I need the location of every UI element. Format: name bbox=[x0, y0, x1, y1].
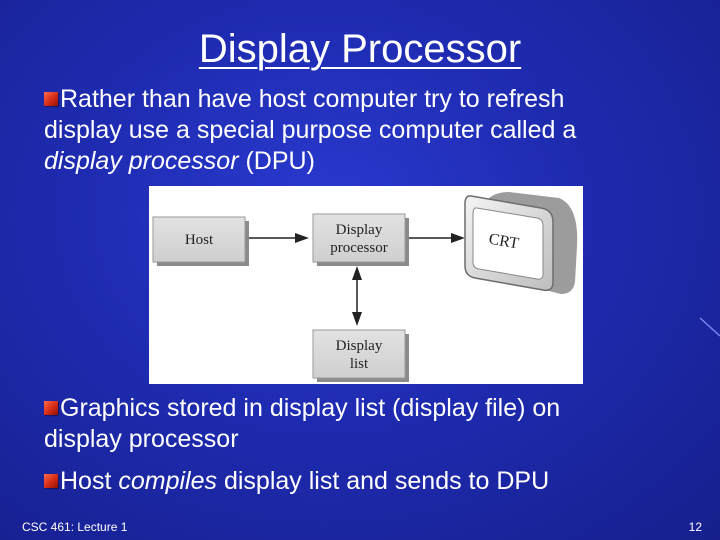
bullet-line-head: Host bbox=[60, 467, 119, 495]
bullet-marker-icon bbox=[44, 92, 58, 106]
arrow-processor-to-crt bbox=[409, 233, 465, 243]
arrow-processor-list-bidirectional bbox=[352, 266, 362, 326]
crt-monitor-icon: CRT bbox=[464, 192, 578, 294]
italic-term: display processor bbox=[44, 147, 239, 175]
bullet-marker-icon bbox=[44, 474, 58, 488]
arrow-host-to-processor bbox=[249, 233, 309, 243]
bullet-line: Rather than have host computer try to re… bbox=[60, 85, 565, 113]
slide-title: Display Processor bbox=[198, 27, 522, 71]
display-processor-box: Display processor bbox=[312, 213, 409, 266]
bullet-line-tail: (DPU) bbox=[238, 147, 315, 175]
display-processor-diagram: Host Display processor Display list bbox=[149, 186, 583, 384]
crt-label: CRT bbox=[487, 231, 520, 253]
display-list-label-2: list bbox=[350, 356, 369, 372]
bullet-line: Graphics stored in display list (display… bbox=[60, 394, 561, 422]
bullet-text: Host compiles display list and sends to … bbox=[60, 466, 700, 497]
bullet-text: Rather than have host computer try to re… bbox=[44, 84, 700, 177]
bullet-text: Graphics stored in display list (display… bbox=[44, 393, 700, 455]
bullet-line: display use a special purpose computer c… bbox=[44, 116, 577, 144]
display-processor-label-2: processor bbox=[330, 240, 387, 256]
italic-term: compiles bbox=[118, 467, 218, 495]
bullet-line-tail: display list and sends to DPU bbox=[217, 467, 550, 495]
host-box: Host bbox=[152, 216, 249, 266]
display-processor-label-1: Display bbox=[336, 222, 383, 238]
footer-course: CSC 461: Lecture 1 bbox=[22, 520, 128, 534]
page-number: 12 bbox=[688, 520, 702, 534]
display-list-label-1: Display bbox=[336, 338, 383, 354]
bullet-line: display processor (DPU) bbox=[44, 146, 700, 177]
bullet-line: display processor bbox=[44, 425, 239, 453]
bullet-marker-icon bbox=[44, 401, 58, 415]
display-list-box: Display list bbox=[312, 329, 409, 382]
diagram-svg: Host Display processor Display list bbox=[152, 192, 578, 382]
host-label: Host bbox=[185, 232, 214, 248]
